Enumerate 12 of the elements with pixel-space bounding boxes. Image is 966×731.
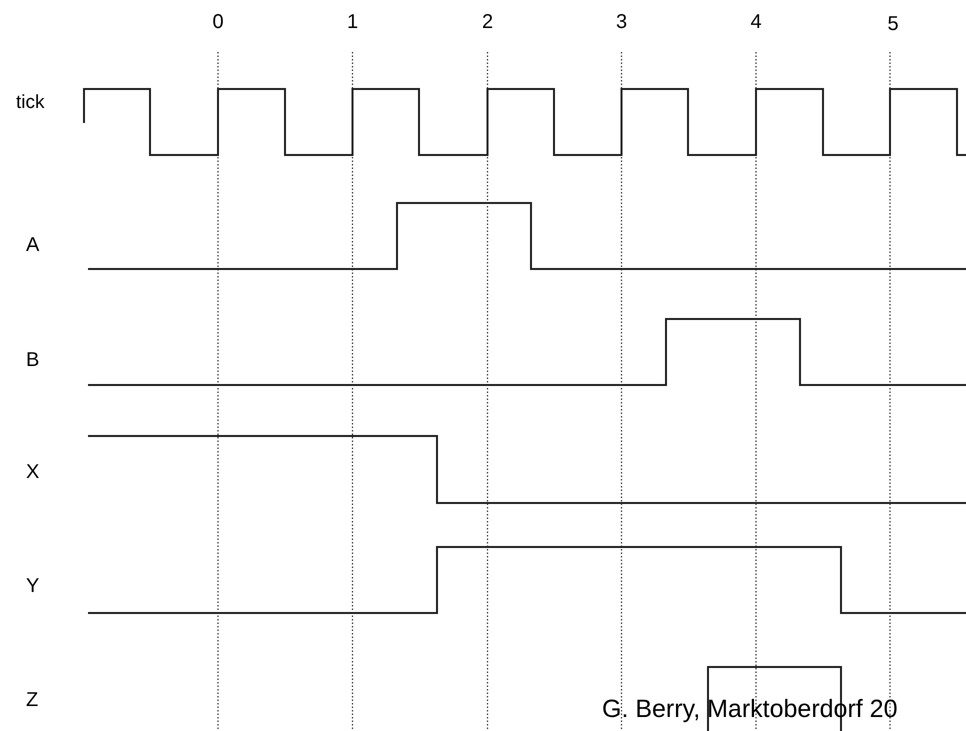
signal-name: B (26, 350, 40, 370)
time-step-number: 0 (212, 12, 224, 32)
time-step-number: 5 (887, 14, 899, 34)
signal-name: Y (26, 576, 40, 596)
signal-name: tick (16, 93, 44, 112)
signal-name: Z (26, 690, 38, 710)
signal-name: A (26, 235, 40, 255)
time-step-number: 2 (482, 12, 494, 32)
time-step-number: 3 (616, 12, 628, 32)
time-step-number: 1 (346, 12, 358, 32)
signal-name: X (26, 462, 40, 482)
time-step-number: 4 (750, 12, 762, 32)
